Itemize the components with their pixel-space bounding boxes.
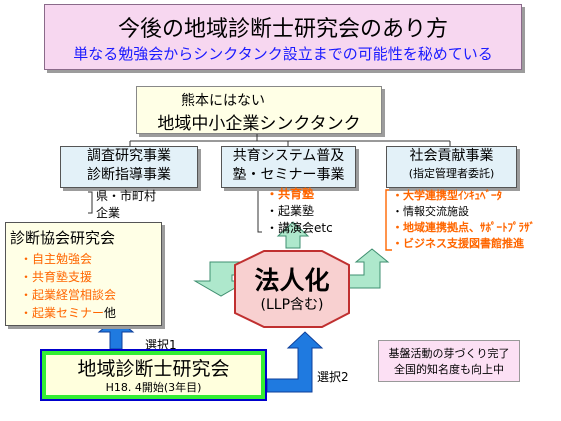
targets-3-list: ・大学連携型ｲﾝｷｭﾍﾞｰﾀ ・情報交流施設 ・地域連携拠点、ｻﾎﾟｰﾄﾌﾟﾗｻ… [392,188,535,252]
green-arrow-right [343,248,390,289]
incorporation-title: 法人化 [254,266,330,295]
association-box: 診断協会研究会 ・自主勉強会 ・共育塾支援 ・起業経営相談会 ・起業セミナー他 [5,222,162,326]
association-title: 診断協会研究会 [10,229,116,247]
think-tank-line1: 熊本にはない [181,93,265,109]
target-3-item: ・ビジネス支援図書館推進 [392,237,524,250]
title-box: 今後の地域診断士研究会のあり方 単なる勉強会からシンクタンク設立までの可能性を秘… [44,4,522,70]
bracket-targets-1 [88,191,93,214]
target-3-item: ・情報交流施設 [392,205,469,218]
blue-arrow-choice-2 [266,331,324,393]
association-list: ・自主勉強会 ・共育塾支援 ・起業経営相談会 ・起業セミナー他 [20,250,116,322]
business-1-line2: 診断指導事業 [87,167,171,183]
main-group-name: 地域診断士研究会 [77,358,230,380]
note-line1: 基盤活動の芽づくり完了 [388,347,510,360]
bracket-targets-2 [257,189,262,233]
target-1-item: 企業 [96,206,121,220]
main-group-inner: 地域診断士研究会 H18. 4開始(3年目) [46,355,261,395]
target-3-item: ・大学連携型ｲﾝｷｭﾍﾞｰﾀ [392,189,502,202]
main-group-box: 地域診断士研究会 H18. 4開始(3年目) [40,349,267,401]
page-title: 今後の地域診断士研究会のあり方 [117,17,448,42]
association-item-etc: 他 [104,306,117,320]
main-group-start: H18. 4開始(3年目) [105,381,202,394]
incorporation-text: 法人化 (LLP含む) [235,266,349,314]
think-tank-line2: 地域中小企業シンクタンク [157,114,361,134]
business-3-line1: 社会貢献事業 [409,148,494,164]
association-item: ・起業セミナー [20,306,105,320]
business-box-social: 社会貢献事業 (指定管理者委託) [386,146,517,188]
choice-1-label: 選択1 [145,338,177,352]
target-1-item: 県・市町村 [96,189,157,203]
choice-2-label: 選択2 [317,370,349,384]
bracket-targets-3 [385,189,392,251]
targets-2-list: ・共育塾 ・起業塾 ・講演会etc [266,186,333,237]
business-box-education: 共育システム普及 塾・セミナー事業 [221,146,356,188]
think-tank-box: 熊本にはない 地域中小企業シンクタンク [136,86,382,134]
association-item: ・起業経営相談会 [20,288,117,302]
green-arrow-up [276,221,310,249]
targets-1-list: 県・市町村 企業 [96,188,156,222]
business-3-line2: (指定管理者委託) [408,167,495,180]
business-box-research: 調査研究事業 診断指導事業 [60,146,198,188]
association-item: ・共育塾支援 [20,270,93,284]
association-item: ・自主勉強会 [20,252,93,266]
page-subtitle: 単なる勉強会からシンクタンク設立までの可能性を秘めている [73,45,493,63]
note-line2: 全国的知名度も向上中 [394,363,504,376]
target-2-item: ・講演会etc [266,221,333,235]
target-3-item: ・地域連携拠点、ｻﾎﾟｰﾄﾌﾟﾗｻﾞ [392,221,535,234]
incorporation-octagon [234,250,350,328]
target-2-item: ・共育塾 [266,187,315,201]
incorporation-subtitle: (LLP含む) [260,297,324,313]
business-1-line1: 調査研究事業 [87,148,171,164]
business-2-line1: 共育システム普及 [232,148,345,164]
target-2-item: ・起業塾 [266,204,315,218]
business-2-line2: 塾・セミナー事業 [232,167,345,183]
note-box: 基盤活動の芽づくり完了 全国的知名度も向上中 [378,340,520,382]
